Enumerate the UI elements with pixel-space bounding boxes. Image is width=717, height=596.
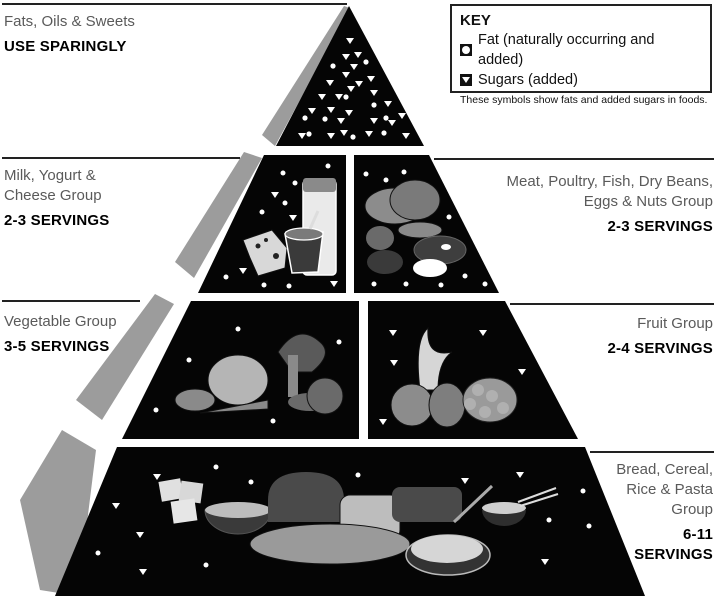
tier-vegetable[interactable] [122,301,359,439]
label-meat: Meat, Poultry, Fish, Dry Beans, Eggs & N… [507,172,713,237]
milk-foods-illustration [242,178,337,277]
group-name-line: Rice & Pasta [626,481,713,498]
tier-fats[interactable] [276,6,424,146]
group-name: Vegetable Group [4,313,117,330]
fat-sugar-symbols [153,326,342,424]
fat-sugar-symbols [95,464,592,575]
servings: USE SPARINGLY [4,38,127,55]
triangle-icon [460,74,472,86]
divider-bread [590,451,714,453]
key-item-fat: Fat (naturally occurring and added) [460,30,702,70]
group-name-line: Milk, Yogurt & [4,167,96,184]
group-name-line: Bread, Cereal, [616,461,713,478]
key-item-label: Fat (naturally occurring and added) [478,32,655,68]
divider-fruit [510,303,714,305]
bread-foods-illustration [158,472,559,576]
key-title: KEY [460,12,491,29]
group-name-line: Group [671,501,713,518]
fruit-foods-illustration [390,326,518,428]
servings-count: 6-11 [683,526,713,543]
legend-key: KEY Fat (naturally occurring and added) … [450,4,712,106]
key-item-label: Sugars (added) [478,72,578,88]
tier-meat[interactable] [354,155,499,293]
meat-foods-illustration [364,179,467,277]
fat-sugar-symbols [379,330,526,425]
label-milk: Milk, Yogurt & Cheese Group 2-3 SERVINGS [4,166,110,231]
servings: 2-3 SERVINGS [607,218,713,235]
fat-sugar-symbols [363,169,488,288]
divider-vegetable [2,300,140,302]
servings-unit: SERVINGS [634,546,713,563]
group-name: Fats, Oils & Sweets [4,13,135,30]
key-note: These symbols show fats and added sugars… [460,94,708,106]
label-fruit: Fruit Group 2-4 SERVINGS [608,314,714,359]
group-name: Fruit Group [637,315,713,332]
group-name-line: Cheese Group [4,187,102,204]
fat-sugar-symbols [223,163,338,289]
fat-sugar-symbols [298,38,410,140]
vegetable-foods-illustration [174,333,344,415]
circle-icon [460,44,472,56]
group-name-line: Eggs & Nuts Group [583,193,713,210]
tier-bread[interactable] [55,447,645,596]
servings: 3-5 SERVINGS [4,338,110,355]
divider-meat [434,158,714,160]
tier-milk[interactable] [198,155,346,293]
divider-fats [2,3,347,5]
label-fats: Fats, Oils & Sweets USE SPARINGLY [4,12,135,57]
label-vegetable: Vegetable Group 3-5 SERVINGS [4,312,117,357]
group-name-line: Meat, Poultry, Fish, Dry Beans, [506,173,713,190]
servings: 2-4 SERVINGS [607,340,713,357]
servings: 2-3 SERVINGS [4,212,110,229]
divider-milk [2,157,240,159]
label-bread: Bread, Cereal, Rice & Pasta Group 6-11 S… [616,460,713,565]
tier-fruit[interactable] [368,301,578,439]
key-item-sugar: Sugars (added) [460,70,702,90]
